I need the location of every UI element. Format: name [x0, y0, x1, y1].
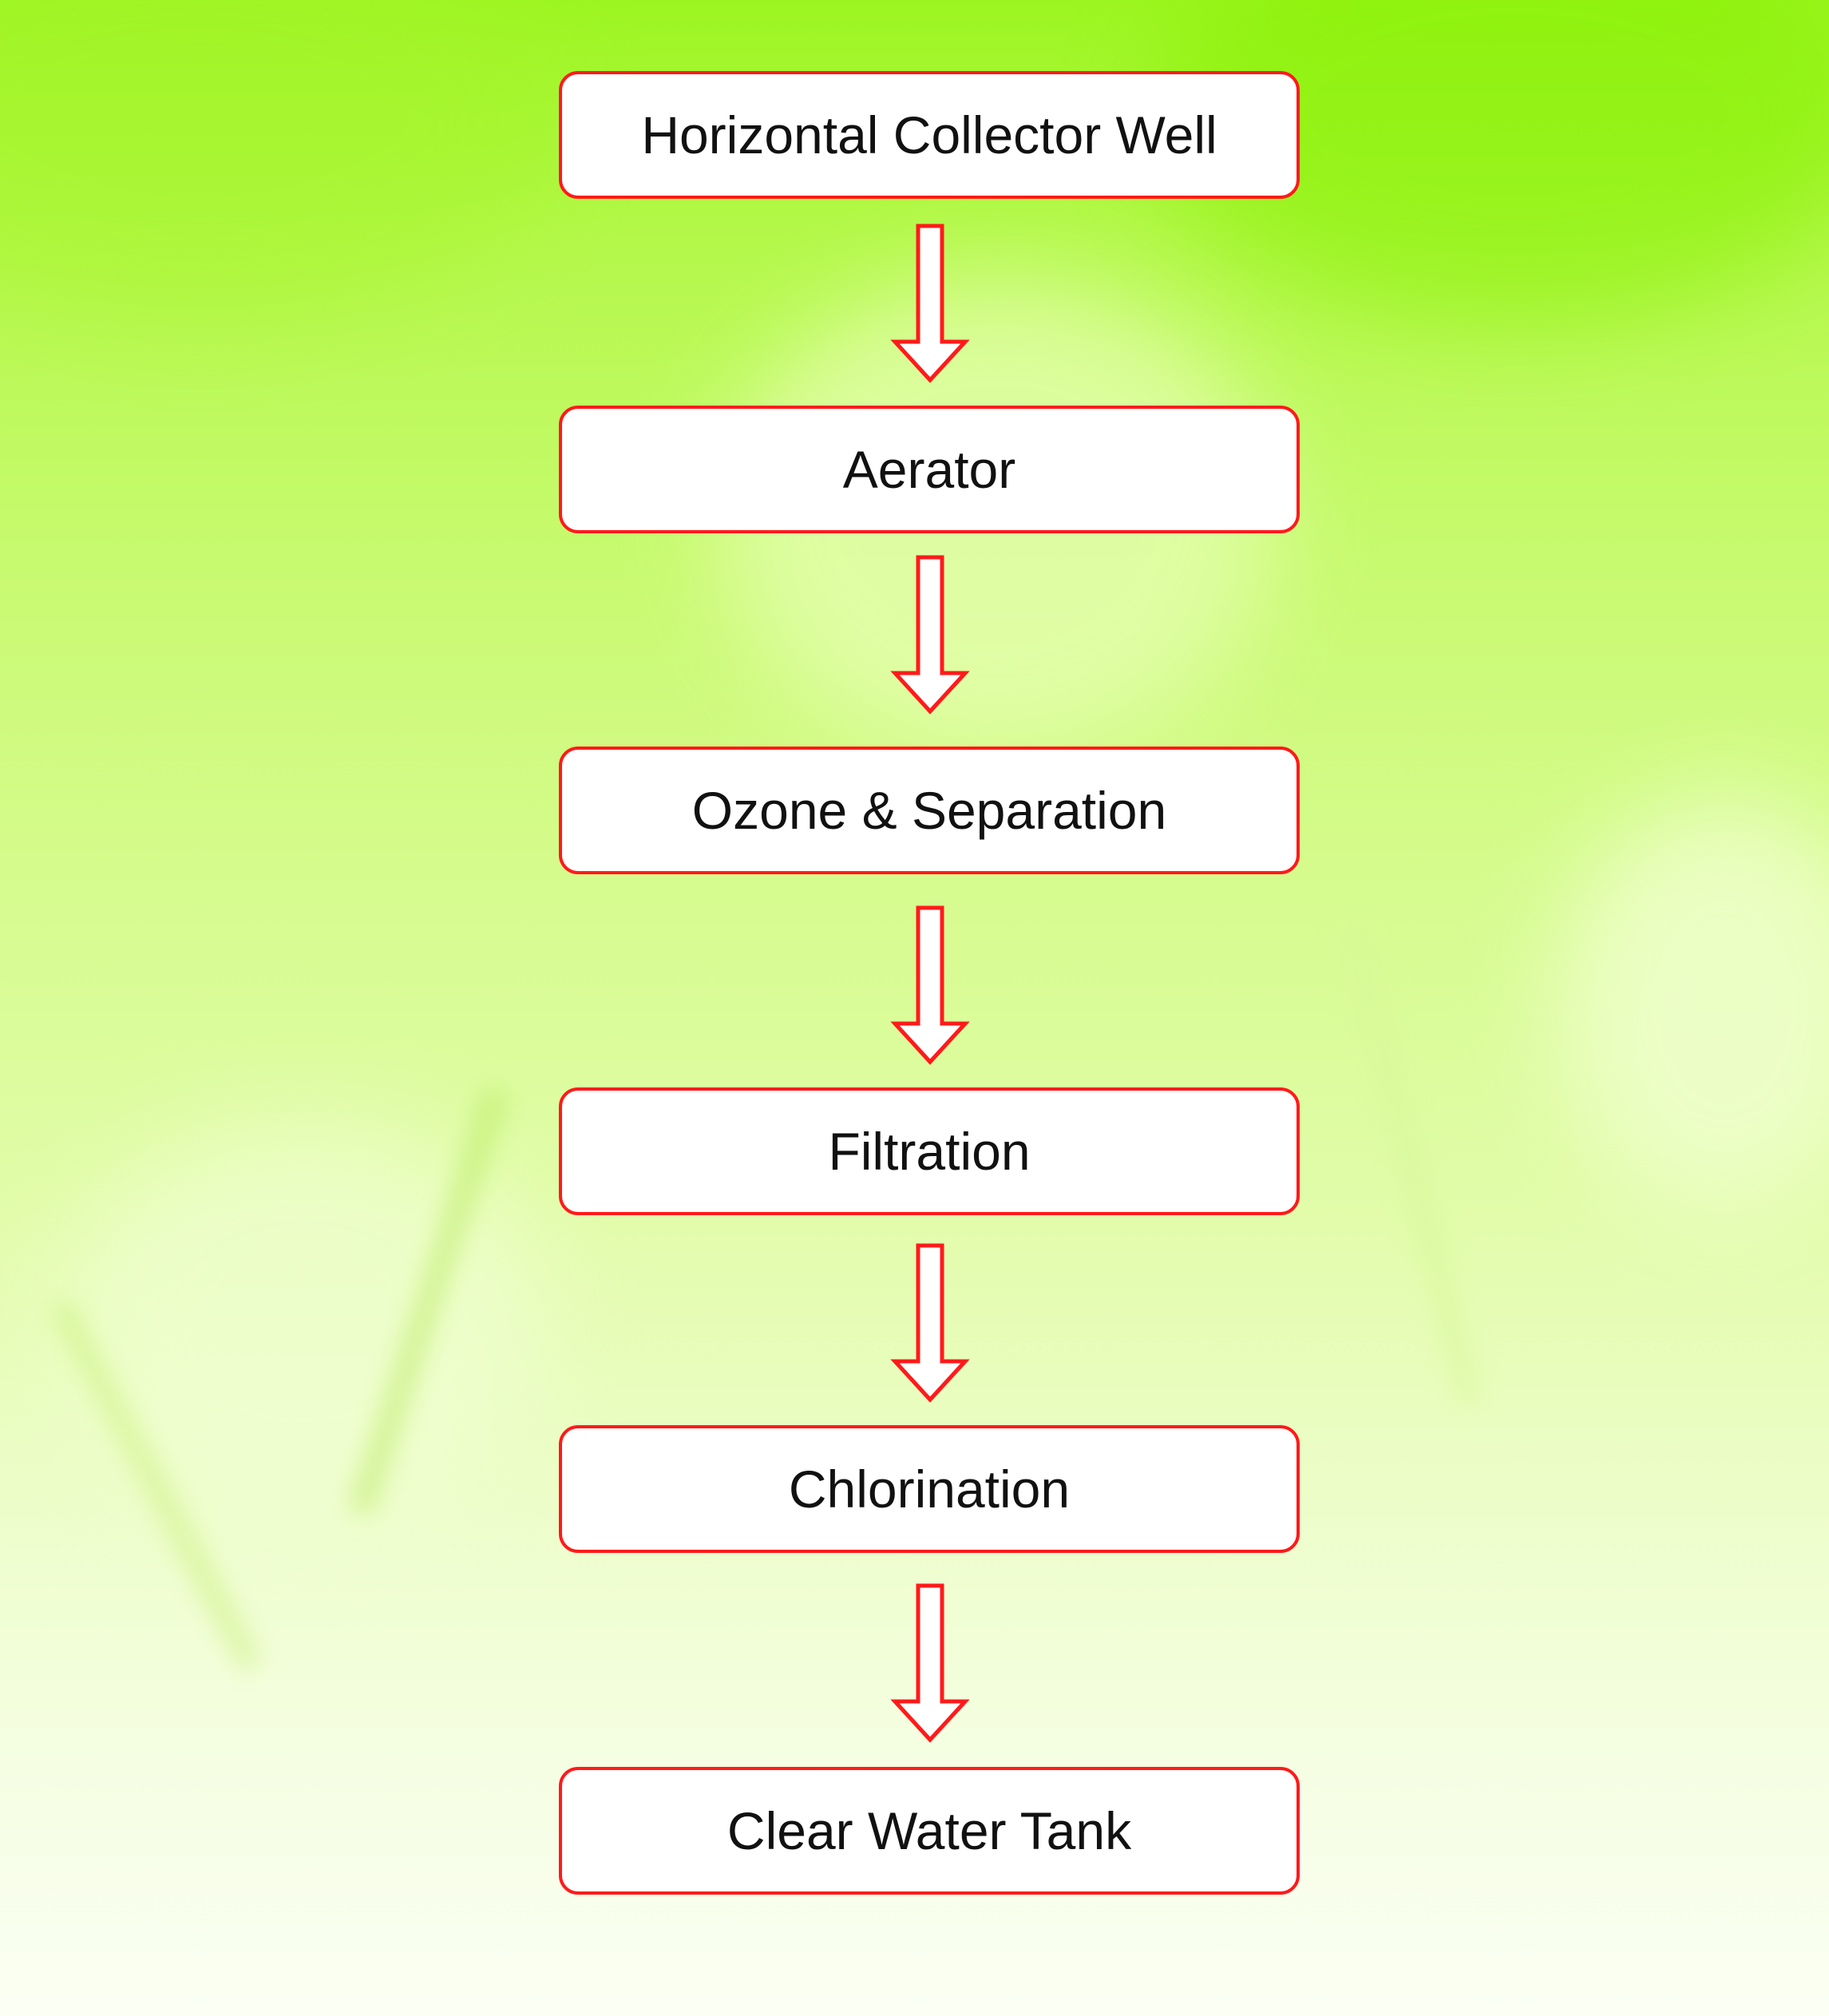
step-box-2: Aerator	[559, 406, 1300, 533]
step-label-1: Horizontal Collector Well	[641, 105, 1217, 164]
step-box-4: Filtration	[559, 1087, 1300, 1215]
step-label-5: Chlorination	[788, 1460, 1071, 1519]
step-label-2: Aerator	[842, 440, 1016, 499]
flow-arrow-5	[890, 1583, 970, 1743]
step-label-4: Filtration	[828, 1122, 1031, 1181]
flow-arrow-3	[890, 905, 970, 1065]
step-box-1: Horizontal Collector Well	[559, 71, 1300, 199]
step-box-6: Clear Water Tank	[559, 1767, 1300, 1895]
flow-arrow-1	[890, 224, 970, 383]
step-label-6: Clear Water Tank	[726, 1801, 1132, 1860]
step-label-3: Ozone & Separation	[691, 781, 1167, 840]
step-box-5: Chlorination	[559, 1425, 1300, 1553]
step-box-3: Ozone & Separation	[559, 747, 1300, 874]
flow-arrow-4	[890, 1243, 970, 1403]
flow-arrow-2	[890, 555, 970, 715]
